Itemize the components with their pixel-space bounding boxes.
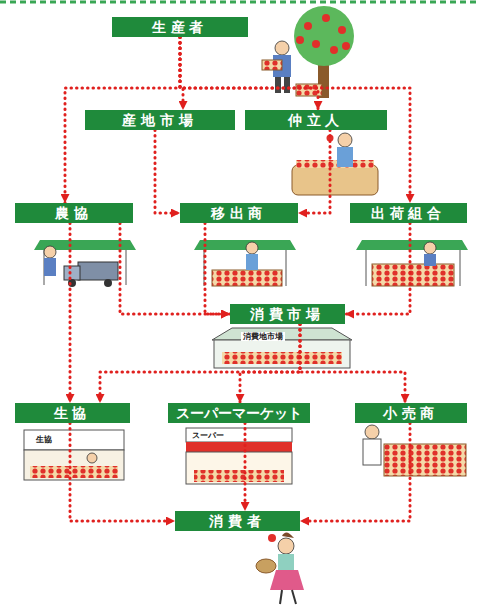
sign-text: 生協 [34, 435, 54, 444]
flow-arrow [205, 223, 230, 314]
box-label: 生産者 [152, 19, 209, 35]
box-label: 出荷組合 [371, 205, 447, 221]
flow-arrow [298, 130, 330, 213]
flow-arrow [69, 223, 72, 403]
box-label: 農協 [55, 205, 93, 221]
box-label: 生協 [54, 405, 92, 421]
consumer-figure [256, 532, 304, 604]
top-border [0, 1, 480, 4]
stage-box: 出荷組合 [350, 203, 467, 223]
box-label: 消費者 [209, 513, 266, 529]
box-label: 産地市場 [122, 112, 198, 128]
flow-arrow [300, 423, 410, 521]
flow-arrow [100, 324, 300, 403]
apple-tree [294, 6, 354, 98]
supermarket-building [186, 428, 292, 484]
shed-illustrations [34, 240, 468, 287]
stage-box: 産地市場 [85, 110, 235, 130]
sign-text: スーパー [190, 431, 226, 440]
broker-figure [292, 133, 378, 195]
retailer-figure [363, 425, 466, 476]
stage-box: 農協 [15, 203, 133, 223]
box-label: 消費市場 [250, 306, 326, 322]
stage-box: 小売商 [355, 403, 467, 423]
flow-arrow [244, 423, 247, 511]
stage-box: スーパーマーケット [168, 403, 310, 423]
flow-arrow [240, 324, 300, 403]
stage-box: 消費市場 [230, 304, 345, 324]
sign-text: 消費地市場 [241, 332, 285, 341]
stage-box: 生産者 [112, 17, 248, 37]
stage-box: 生協 [15, 403, 130, 423]
stage-box: 移出商 [180, 203, 298, 223]
flow-arrow [345, 223, 410, 314]
flow-arrow [120, 223, 230, 314]
flow-arrow [70, 423, 175, 521]
box-label: 移出商 [211, 205, 268, 221]
box-label: 仲立人 [288, 112, 345, 128]
flow-arrow [180, 37, 318, 110]
flow-arrow [300, 324, 405, 403]
stage-box: 仲立人 [245, 110, 387, 130]
market-building [212, 328, 352, 368]
box-label: 小売商 [383, 405, 440, 421]
coop-store [24, 430, 124, 480]
flow-arrow [155, 130, 180, 213]
stage-box: 消費者 [175, 511, 300, 531]
box-label: スーパーマーケット [176, 405, 302, 421]
